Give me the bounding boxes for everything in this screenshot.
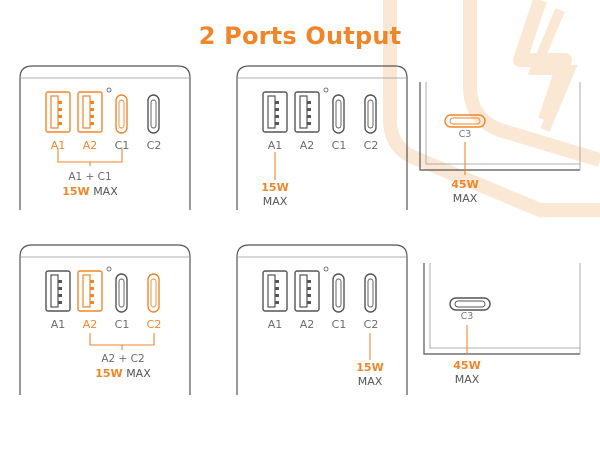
port-label-c2: C2 bbox=[146, 139, 162, 152]
usb-c2-port bbox=[147, 273, 160, 313]
port-label-a2: A2 bbox=[299, 139, 315, 152]
usb-c2-port bbox=[364, 273, 377, 313]
usb-a2-port bbox=[294, 91, 320, 133]
port-label-c3: C3 bbox=[460, 311, 474, 322]
port-label-c2: C2 bbox=[146, 318, 162, 331]
device-outline-bottom-middle bbox=[236, 244, 408, 395]
port-label-a1: A1 bbox=[267, 139, 283, 152]
background-bolt-graphic bbox=[527, 8, 578, 132]
device-outline-top-middle bbox=[236, 65, 408, 210]
port-label-a2: A2 bbox=[299, 318, 315, 331]
usb-a2-port bbox=[77, 91, 103, 133]
port-label-c1: C1 bbox=[114, 139, 130, 152]
usb-a1-port bbox=[45, 91, 71, 133]
usb-c1-port bbox=[332, 94, 345, 134]
device-outline-top-left bbox=[19, 65, 191, 210]
port-label-c2: C2 bbox=[363, 139, 379, 152]
usb-c1-port bbox=[115, 94, 128, 134]
usb-c1-port bbox=[115, 273, 128, 313]
usb-a2-port bbox=[77, 270, 103, 312]
port-label-c1: C1 bbox=[331, 139, 347, 152]
power-max-label: 15W MAX bbox=[95, 367, 151, 380]
usb-c3-port bbox=[444, 114, 486, 128]
port-label-c2: C2 bbox=[363, 318, 379, 331]
port-label-a2: A2 bbox=[82, 139, 98, 152]
port-combo-label: A1 + C1 bbox=[68, 171, 112, 183]
port-label-a1: A1 bbox=[50, 139, 66, 152]
usb-c2-port bbox=[147, 94, 160, 134]
port-label-a2: A2 bbox=[82, 318, 98, 331]
page-title: 2 Ports Output bbox=[198, 22, 402, 50]
device-outline-bottom-left bbox=[19, 244, 191, 395]
port-label-c1: C1 bbox=[331, 318, 347, 331]
device-outline-bottom-right bbox=[423, 263, 581, 355]
power-max-label: 15W MAX bbox=[62, 185, 118, 198]
port-label-c1: C1 bbox=[114, 318, 130, 331]
port-label-a1: A1 bbox=[267, 318, 283, 331]
port-combo-label: A2 + C2 bbox=[101, 353, 145, 365]
usb-c3-port bbox=[449, 297, 491, 311]
device-outline-top-right bbox=[419, 82, 581, 171]
usb-a2-port bbox=[294, 270, 320, 312]
usb-a1-port bbox=[45, 270, 71, 312]
port-label-a1: A1 bbox=[50, 318, 66, 331]
usb-a1-port bbox=[262, 91, 288, 133]
port-label-c3: C3 bbox=[458, 129, 472, 140]
usb-c1-port bbox=[332, 273, 345, 313]
usb-a1-port bbox=[262, 270, 288, 312]
usb-c2-port bbox=[364, 94, 377, 134]
